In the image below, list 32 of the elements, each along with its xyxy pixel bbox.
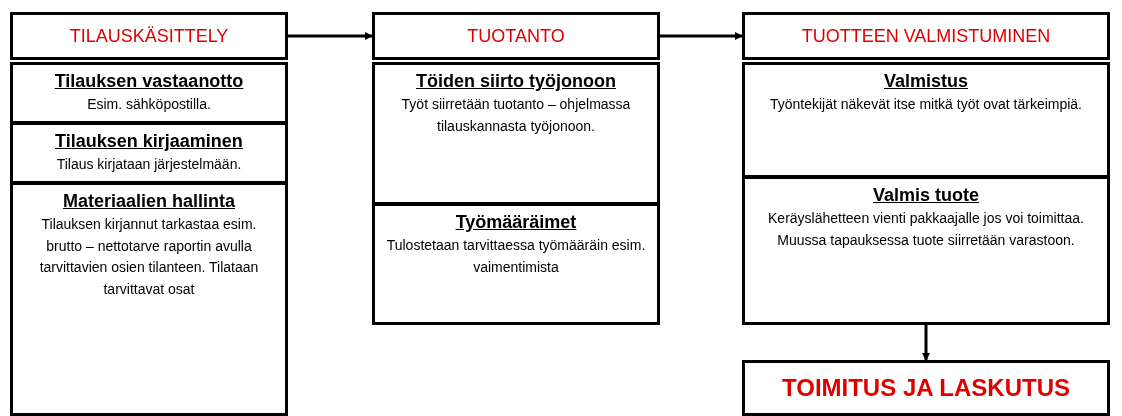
- header-box: [742, 360, 1110, 416]
- stage-title: TUOTTEEN VALMISTUMINEN: [801, 25, 1051, 47]
- step-heading: Työmääräimet: [455, 212, 577, 233]
- step-description: Tulostetaan tarvittaessa työmääräin esim. vaimentimista: [385, 236, 647, 277]
- stage-title: TUOTANTO: [467, 25, 565, 47]
- step-description: Tilaus kirjataan järjestelmään.: [56, 155, 242, 174]
- step-description: Esim. sähköpostilla.: [87, 95, 211, 114]
- process-box: [372, 203, 660, 325]
- arrow: [660, 32, 743, 40]
- stage-title: TILAUSKÄSITTELY: [69, 25, 229, 47]
- header-box: [372, 12, 660, 60]
- arrow: [922, 325, 930, 361]
- step-heading: Valmis tuote: [873, 185, 979, 206]
- header-box: [10, 12, 288, 60]
- step-heading: Valmistus: [883, 71, 968, 92]
- step-heading: Töiden siirto työjonoon: [416, 71, 616, 92]
- stage-title: TOIMITUS JA LASKUTUS: [782, 374, 1070, 402]
- process-box: [742, 62, 1110, 178]
- step-description: Työntekijät näkevät itse mitkä työt ovat tärkeimpiä.: [770, 95, 1082, 114]
- process-box: [742, 176, 1110, 325]
- arrow: [288, 32, 373, 40]
- step-heading: Tilauksen kirjaaminen: [55, 131, 243, 152]
- process-box: [10, 122, 288, 184]
- step-description: Tilauksen kirjannut tarkastaa esim. brutto – nettotarve raportin avulla tarvittavien osien tilanteen. Tilataan tarvittavat osat: [38, 215, 260, 300]
- header-box: [742, 12, 1110, 60]
- process-box: [10, 62, 288, 124]
- step-description: Keräyslähetteen vienti pakkaajalle jos voi toimittaa. Muussa tapauksessa tuote siirretään varastoon.: [767, 209, 1085, 250]
- step-heading: Materiaalien hallinta: [62, 191, 236, 212]
- process-box: [372, 62, 660, 205]
- process-box: [10, 182, 288, 416]
- step-description: Työt siirretään tuotanto – ohjelmassa tilauskannasta työjonoon.: [400, 95, 632, 136]
- step-heading: Tilauksen vastaanotto: [54, 71, 244, 92]
